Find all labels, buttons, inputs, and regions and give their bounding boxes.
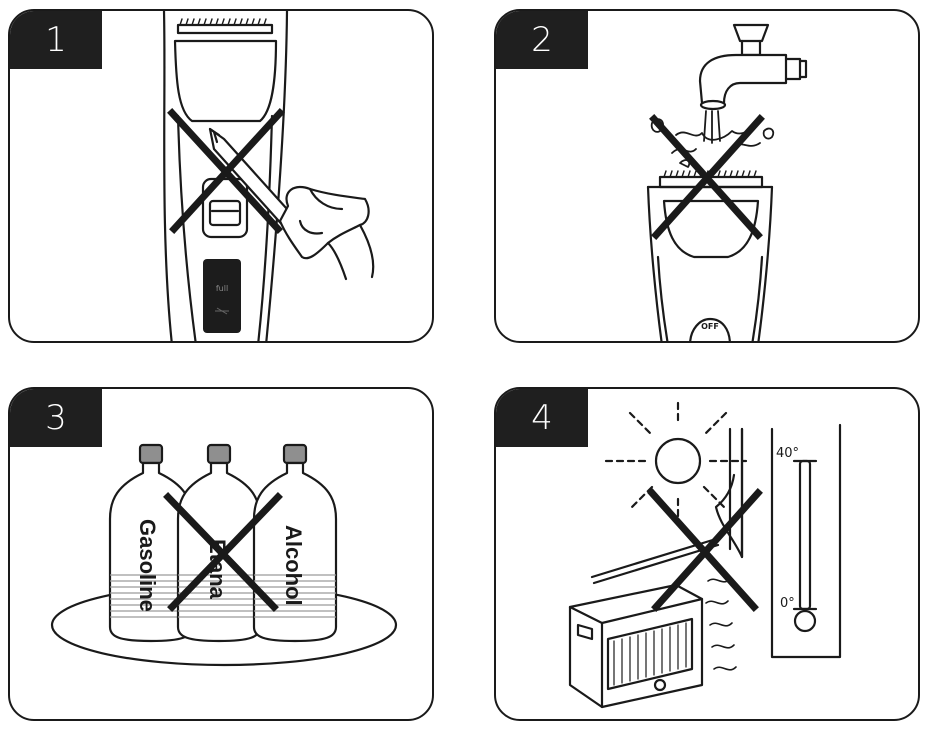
power-switch <box>208 199 242 227</box>
step-number: 1 <box>10 11 102 69</box>
thermometer-max-label: 40° <box>776 446 799 461</box>
panel-4: 40° 0° 4 <box>494 387 920 721</box>
panel-2: OFF 2 <box>494 9 920 343</box>
heater-icon <box>568 583 704 709</box>
blade-icon <box>176 23 274 35</box>
hand-with-sharp-tool-icon <box>208 127 375 281</box>
display-full-label: full <box>216 284 228 293</box>
step-number: 3 <box>10 389 102 447</box>
clipper-body <box>162 11 173 341</box>
thermometer-icon <box>770 423 842 659</box>
alcohol-label: Alcohol <box>281 525 306 606</box>
panel-1: full 1 <box>8 9 434 343</box>
step-number: 4 <box>496 389 588 447</box>
prohibited-x-icon <box>167 108 285 234</box>
illustration-no-sharp-objects: full <box>162 11 375 341</box>
off-label: OFF <box>701 322 719 331</box>
illustration-no-solvents: Gasoline Etana Alcohol <box>50 443 398 667</box>
prohibited-x-icon <box>163 492 283 612</box>
panel-3: Gasoline Etana Alcohol 3 <box>8 387 434 721</box>
gasoline-label: Gasoline <box>135 519 160 612</box>
plug-icon <box>215 307 229 315</box>
prohibited-x-icon <box>647 488 763 612</box>
step-number: 2 <box>496 11 588 69</box>
prohibited-x-icon <box>649 114 765 240</box>
battery-display <box>203 259 241 333</box>
alcohol-bottle <box>252 443 338 643</box>
illustration-no-heat: 40° 0° <box>568 401 842 709</box>
heat-wave-icon <box>705 578 737 671</box>
illustration-no-water: OFF <box>646 23 808 341</box>
clipper-body <box>646 185 663 341</box>
power-button <box>689 317 731 341</box>
thermometer-min-label: 0° <box>780 596 795 611</box>
faucet-icon <box>698 23 808 111</box>
sun-icon <box>604 401 748 521</box>
